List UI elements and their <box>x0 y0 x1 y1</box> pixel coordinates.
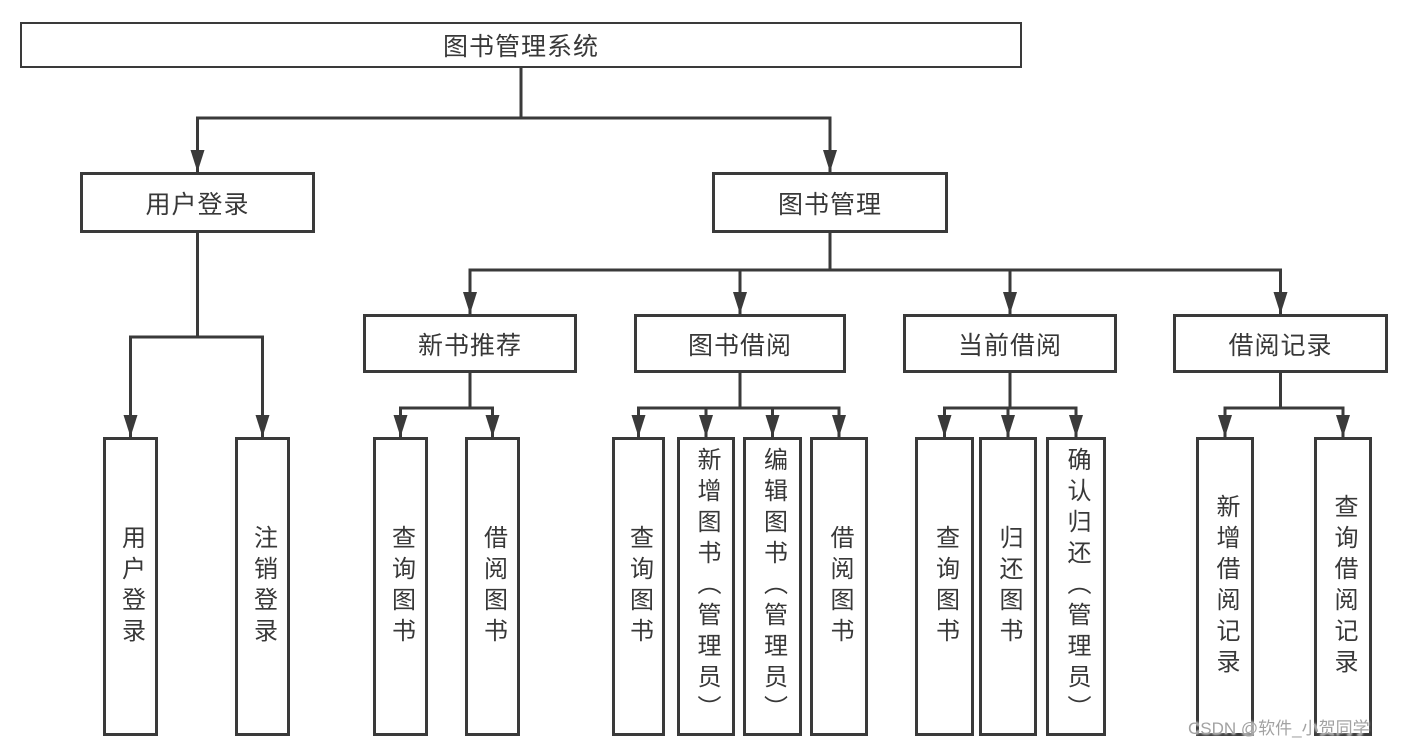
node-label: 借阅图书 <box>826 524 853 649</box>
node-user-login: 用户登录 <box>80 172 315 233</box>
leaf-borrow-books-2: 借阅图书 <box>810 437 868 736</box>
leaf-user-login: 用户登录 <box>103 437 158 736</box>
leaf-query-borrow-record: 查询借阅记录 <box>1314 437 1372 736</box>
node-label: 新增借阅记录 <box>1212 493 1239 680</box>
node-label: 新增图书（管理员） <box>693 447 720 726</box>
connector-current-borrowing-children <box>937 371 1083 439</box>
leaf-confirm-return-admin: 确认归还（管理员） <box>1046 437 1106 736</box>
csdn-watermark: CSDN @软件_小贺同学 <box>1188 719 1370 738</box>
node-label: 图书借阅 <box>687 331 792 360</box>
node-borrowing-records: 借阅记录 <box>1173 314 1388 373</box>
node-label: 新书推荐 <box>417 331 522 360</box>
leaf-logout: 注销登录 <box>235 437 290 736</box>
node-label: 借阅图书 <box>479 524 507 649</box>
node-current-borrowing: 当前借阅 <box>903 314 1117 373</box>
leaf-edit-books-admin: 编辑图书（管理员） <box>743 437 802 736</box>
node-label: 查询图书 <box>387 524 415 649</box>
node-new-book-recommend: 新书推荐 <box>363 314 577 373</box>
node-label: 当前借阅 <box>957 331 1062 360</box>
leaf-return-books: 归还图书 <box>979 437 1037 736</box>
node-label: 确认归还（管理员） <box>1063 447 1090 726</box>
connector-new-book-recommend-children <box>393 371 500 439</box>
node-book-borrowing: 图书借阅 <box>634 314 846 373</box>
connector-root-to-level2 <box>190 66 837 174</box>
leaf-query-books-3: 查询图书 <box>915 437 974 736</box>
leaf-query-books-1: 查询图书 <box>373 437 428 736</box>
connector-user-login-children <box>123 231 270 439</box>
connector-borrowing-records-children <box>1218 371 1350 439</box>
node-library-management-system: 图书管理系统 <box>20 22 1022 68</box>
node-label: 查询图书 <box>931 524 959 649</box>
node-book-management: 图书管理 <box>712 172 948 233</box>
connector-book-borrowing-children <box>631 371 846 439</box>
node-label: 编辑图书（管理员） <box>759 447 787 726</box>
node-label: 注销登录 <box>249 524 277 649</box>
leaf-query-books-2: 查询图书 <box>612 437 665 736</box>
connector-book-management-children <box>463 231 1288 316</box>
node-label: 用户登录 <box>117 524 145 649</box>
node-label: 图书管理 <box>777 190 882 219</box>
leaf-borrow-books-1: 借阅图书 <box>465 437 520 736</box>
leaf-add-books-admin: 新增图书（管理员） <box>677 437 735 736</box>
node-label: 用户登录 <box>145 190 250 219</box>
node-label: 查询图书 <box>625 524 653 649</box>
node-label: 图书管理系统 <box>442 33 599 61</box>
node-label: 归还图书 <box>995 524 1022 649</box>
node-label: 查询借阅记录 <box>1330 493 1357 680</box>
leaf-add-borrow-record: 新增借阅记录 <box>1196 437 1254 736</box>
node-label: 借阅记录 <box>1228 331 1333 360</box>
